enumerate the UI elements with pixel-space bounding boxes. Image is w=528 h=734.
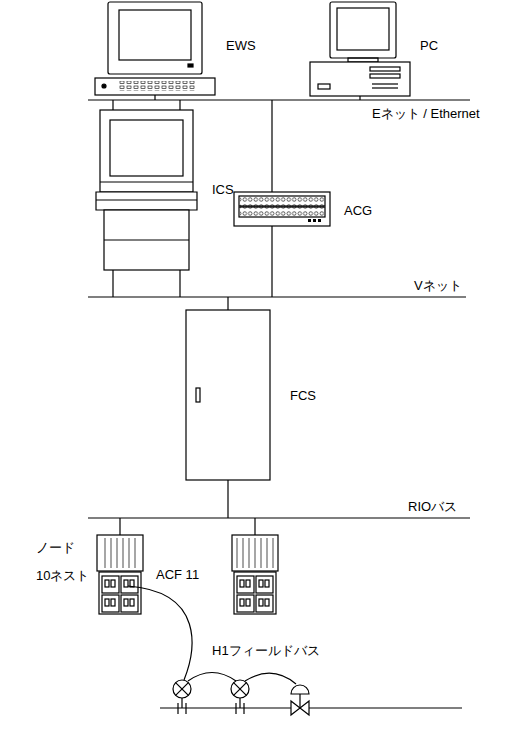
fieldbus-cable — [128, 586, 296, 684]
ics-console — [96, 100, 197, 297]
device-label: H1フィールドバス — [212, 643, 320, 658]
ethernet-bus — [88, 99, 470, 100]
acg-gateway — [234, 100, 330, 297]
device-label: RIOバス — [408, 499, 457, 514]
io-node — [232, 518, 278, 614]
device-label: ノード — [36, 540, 75, 555]
device-label: Vネット — [414, 278, 462, 293]
vnet-bus — [88, 296, 466, 297]
device-label: FCS — [290, 388, 316, 403]
device-label: Eネット / Ethernet — [372, 106, 480, 121]
pc-computer — [310, 2, 410, 100]
device-label: EWS — [226, 38, 256, 53]
io-node — [97, 518, 143, 614]
device-label: PC — [420, 38, 438, 53]
device-label: ACF 11 — [156, 567, 199, 582]
device-label: 10ネスト — [36, 568, 89, 583]
fcs-cabinet — [186, 297, 270, 518]
device-label: ICS — [212, 182, 234, 197]
device-label: ACG — [344, 203, 372, 218]
rio-bus — [88, 517, 470, 518]
ews-workstation — [95, 2, 215, 100]
field-devices — [160, 680, 462, 715]
